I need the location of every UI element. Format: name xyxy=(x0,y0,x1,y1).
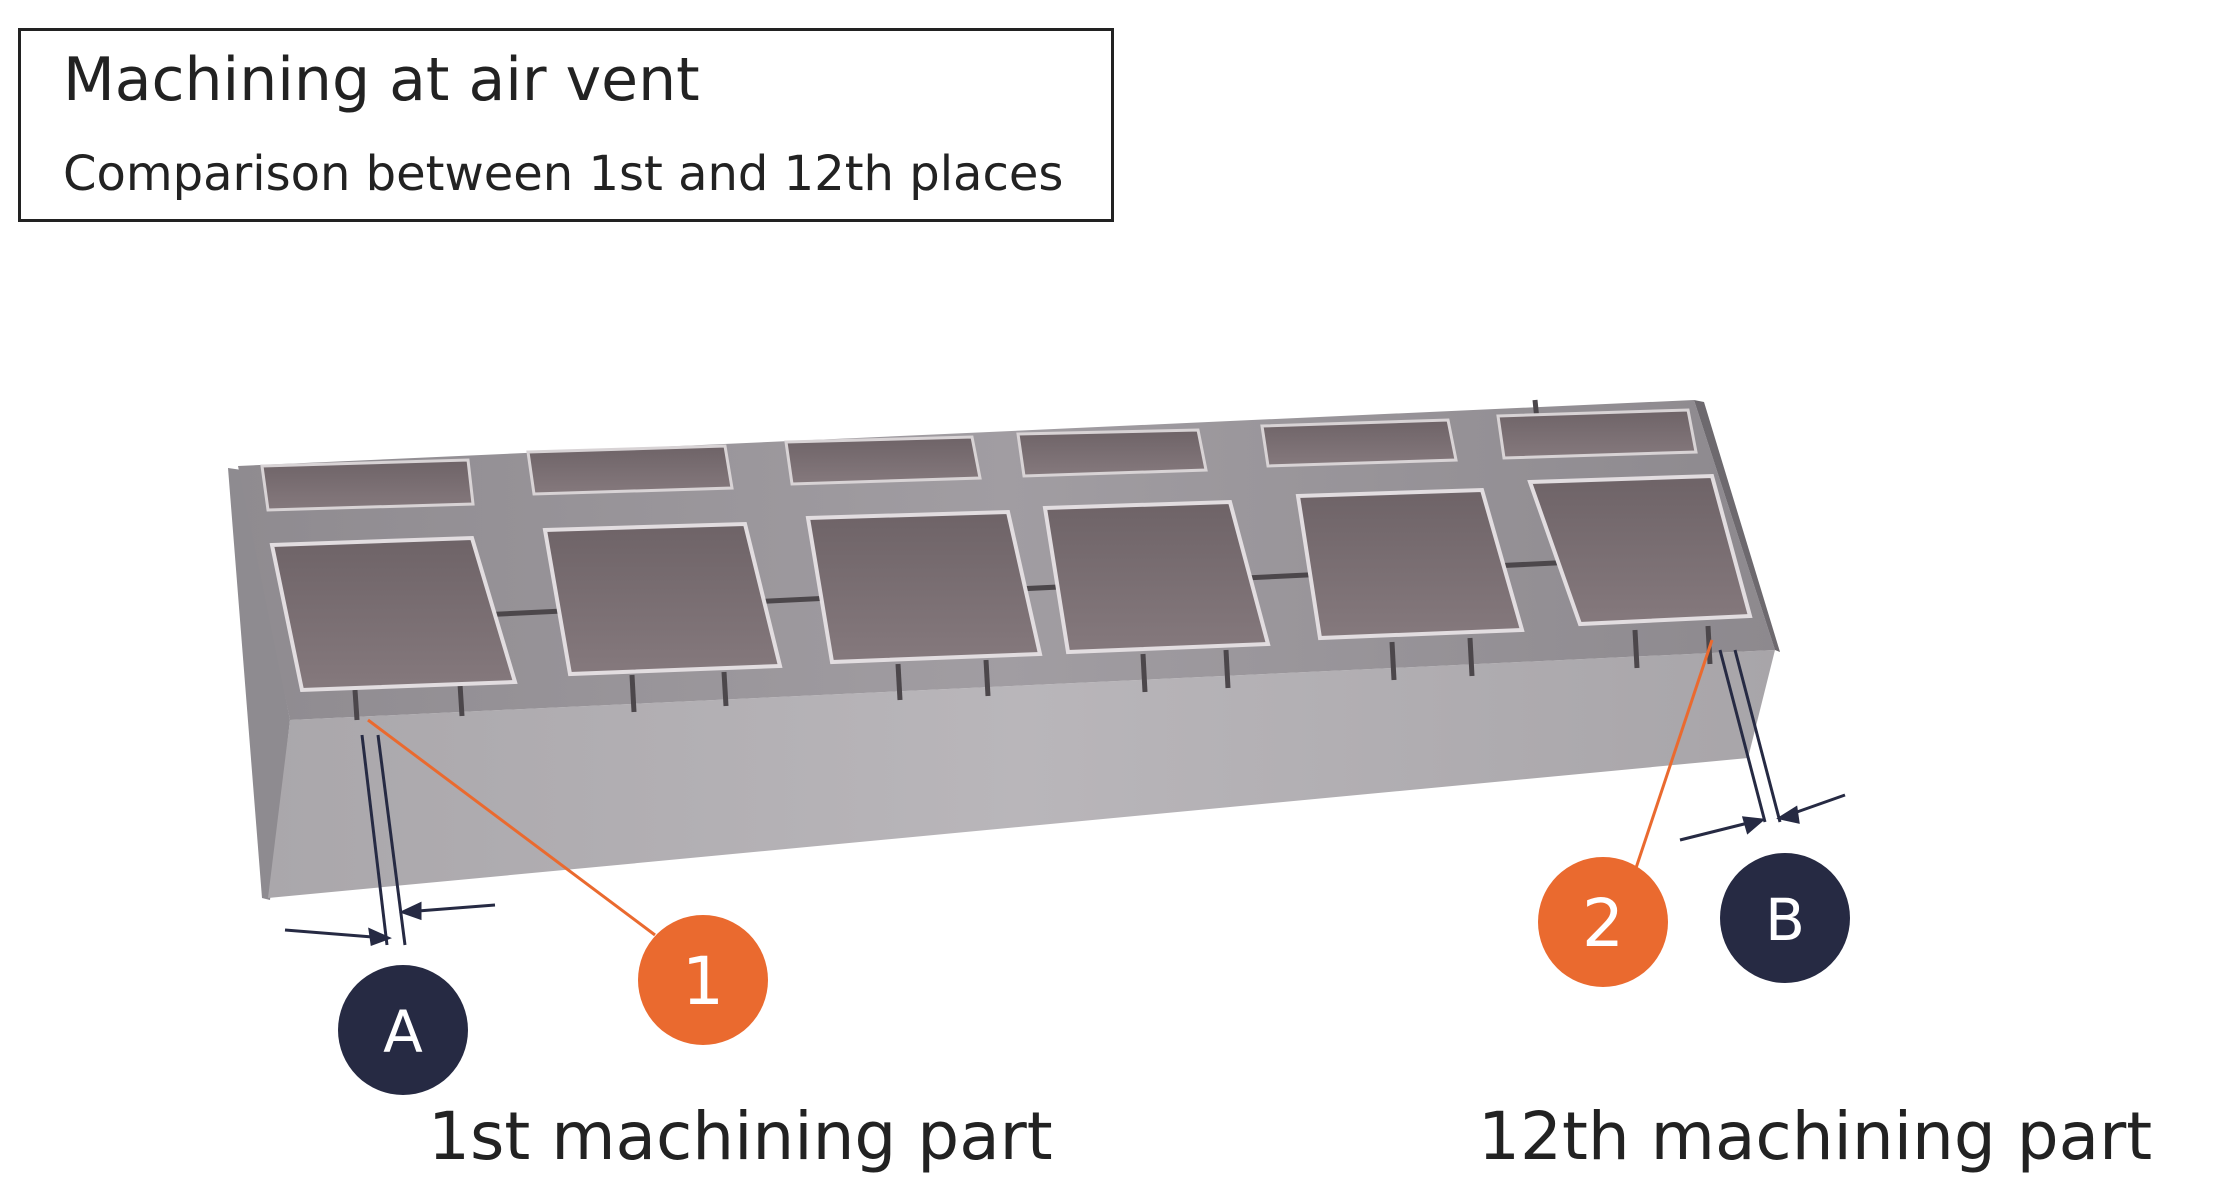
block-left-side xyxy=(228,468,290,900)
marker-2-label: 2 xyxy=(1582,885,1624,962)
block-right-end xyxy=(1694,400,1780,652)
dimension-arrow-icon xyxy=(284,734,496,947)
block-front-face xyxy=(268,650,1775,898)
diagram-subtitle: Comparison between 1st and 12th places xyxy=(63,146,1064,202)
marker-a: A xyxy=(338,965,468,1095)
marker-2: 2 xyxy=(1538,857,1668,987)
marker-1-label: 1 xyxy=(682,943,724,1020)
caption-twelfth-part: 12th machining part xyxy=(1478,1098,2153,1175)
pocket-row-front xyxy=(269,473,1753,693)
marker-b-label: B xyxy=(1765,886,1805,954)
leader-line-icon xyxy=(367,639,1714,937)
marker-b: B xyxy=(1720,853,1850,983)
marker-a-label: A xyxy=(383,998,423,1066)
machined-steel-block-photo xyxy=(228,399,1780,900)
marker-1: 1 xyxy=(638,915,768,1045)
dimension-arrow-icon xyxy=(1679,649,1846,842)
diagram-title: Machining at air vent xyxy=(63,45,700,115)
caption-first-part: 1st machining part xyxy=(428,1098,1053,1175)
pocket-row-back xyxy=(260,408,1698,512)
title-box: Machining at air vent Comparison between… xyxy=(18,28,1114,222)
